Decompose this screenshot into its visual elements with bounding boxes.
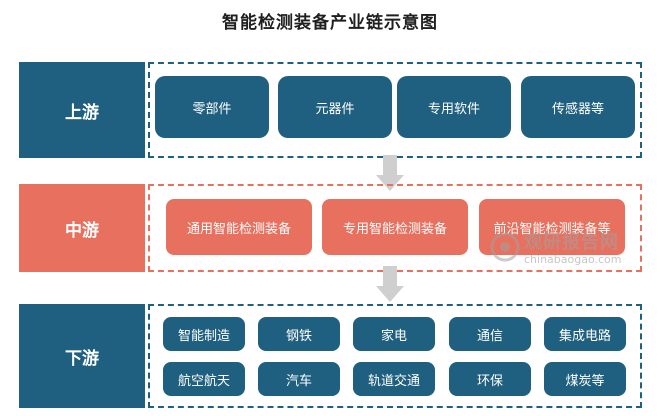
downstream-item: 集成电路: [544, 317, 626, 351]
upstream-item: 传感器等: [521, 76, 635, 138]
downstream-group: [148, 304, 642, 408]
upstream-item: 元器件: [278, 76, 392, 138]
watermark-url: chinabaogao.com: [524, 253, 622, 266]
downstream-item: 煤炭等: [544, 362, 626, 396]
midstream-label: 中游: [19, 184, 145, 272]
upstream-item: 零部件: [155, 76, 269, 138]
watermark-logo-icon: [490, 232, 520, 262]
downstream-item: 轨道交通: [353, 362, 435, 396]
upstream-label: 上游: [19, 62, 145, 158]
upstream-item: 专用软件: [397, 76, 511, 138]
downstream-label: 下游: [19, 304, 145, 408]
watermark: 观研报告网 chinabaogao.com: [488, 228, 638, 270]
midstream-item: 通用智能检测装备: [166, 199, 312, 255]
midstream-item: 专用智能检测装备: [322, 199, 468, 255]
downstream-item: 航空航天: [163, 362, 245, 396]
page-title: 智能检测装备产业链示意图: [222, 13, 438, 33]
down-arrow-icon: [376, 155, 404, 191]
downstream-item: 钢铁: [258, 317, 340, 351]
down-arrow-icon: [376, 266, 404, 302]
downstream-item: 家电: [353, 317, 435, 351]
downstream-item: 汽车: [258, 362, 340, 396]
downstream-item: 通信: [449, 317, 531, 351]
downstream-item: 环保: [449, 362, 531, 396]
watermark-text: 观研报告网: [524, 232, 619, 253]
downstream-item: 智能制造: [163, 317, 245, 351]
